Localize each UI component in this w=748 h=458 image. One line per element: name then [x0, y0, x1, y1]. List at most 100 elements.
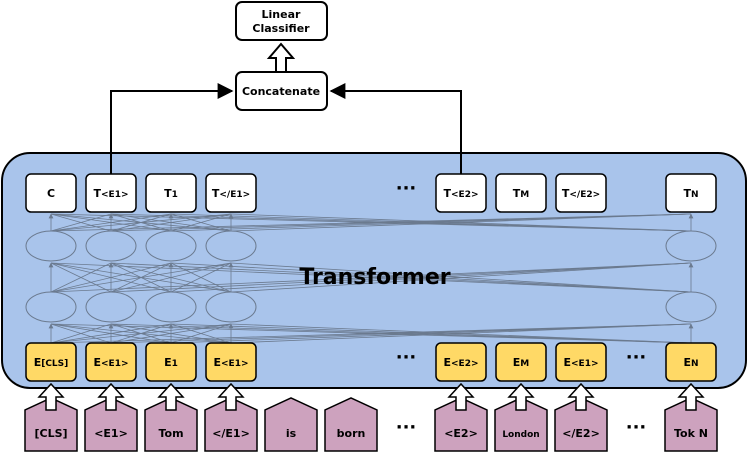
edge-embedding-cross	[230, 323, 692, 344]
token-2: Tom	[144, 397, 198, 452]
embedding-box-3-label: E<E1>	[213, 356, 248, 369]
embedding-box-5-label: EM	[513, 356, 530, 369]
ellipsis-mark: ···	[626, 417, 647, 438]
output-box-7: TN	[665, 173, 717, 213]
ellipsis-mark: ···	[396, 347, 417, 368]
linear-classifier-box: Linear Classifier	[235, 1, 328, 41]
embedding-box-7-label: EN	[683, 356, 698, 369]
ellipsis-mark: ···	[396, 178, 417, 199]
output-box-1-label: T<E1>	[93, 187, 128, 200]
token-1: <E1>	[84, 397, 138, 452]
transformer-label: Transformer	[299, 265, 450, 290]
edge-embedding-cross	[50, 323, 112, 344]
output-box-2: T1	[145, 173, 197, 213]
edge-hidden2-to-hidden1	[50, 262, 112, 293]
token-up-arrow	[567, 382, 595, 411]
embedding-box-2: E1	[145, 342, 197, 382]
token-up-arrow	[507, 382, 535, 411]
hidden2-node	[205, 291, 257, 323]
hidden2-node	[85, 291, 137, 323]
concatenate-label: Concatenate	[242, 85, 320, 98]
output-row: C T<E1> T1 T</E1> T<E2> TM T</E2> TN	[25, 173, 717, 213]
output-box-5-label: TM	[513, 187, 530, 200]
token-up-arrow	[677, 382, 705, 411]
edge-hidden2-to-hidden1	[110, 262, 692, 293]
embedding-row: E[CLS] E<E1> E1 E<E1> E<E2> EM E<E1> EN	[25, 342, 717, 382]
embedding-box-3: E<E1>	[205, 342, 257, 382]
edge-embedding-cross	[170, 323, 232, 344]
hidden1-node	[145, 230, 197, 262]
connector-te1-to-concatenate	[110, 83, 234, 174]
token-up-arrow	[157, 382, 185, 411]
output-box-3: T</E1>	[205, 173, 257, 213]
output-box-3-label: T</E1>	[212, 187, 250, 200]
token-7: London	[494, 397, 548, 452]
token-label: <E2>	[444, 427, 478, 440]
token-up-arrow	[447, 382, 475, 411]
token-label: Tok N	[674, 427, 708, 440]
token-3: </E1>	[204, 397, 258, 452]
edge-hidden2-to-hidden1	[230, 262, 692, 293]
hidden1-node	[205, 230, 257, 262]
output-box-4: T<E2>	[435, 173, 487, 213]
embedding-box-7: EN	[665, 342, 717, 382]
output-box-0-label: C	[47, 187, 55, 200]
token-6: <E2>	[434, 397, 488, 452]
embedding-box-6: E<E1>	[555, 342, 607, 382]
output-box-5: TM	[495, 173, 547, 213]
token-label: born	[337, 427, 366, 440]
token-5: born	[324, 397, 378, 452]
classifier-label-line1: Linear	[262, 8, 301, 21]
output-box-6-label: T</E2>	[562, 187, 600, 200]
edge-hidden2-to-hidden1	[50, 262, 172, 293]
edge-embedding-cross	[50, 323, 172, 344]
edge-embedding-cross	[170, 323, 692, 344]
token-up-arrow	[217, 382, 245, 411]
output-box-2-label: T1	[164, 187, 178, 200]
token-label: is	[286, 427, 297, 440]
hidden1-node	[665, 230, 717, 262]
embedding-box-4-label: E<E2>	[443, 356, 478, 369]
edge-hidden1-to-output	[50, 213, 112, 232]
hidden-layers	[25, 230, 717, 323]
embedding-box-1-label: E<E1>	[93, 356, 128, 369]
edge-hidden2-to-hidden1	[50, 262, 692, 293]
up-arrow-to-classifier	[266, 42, 296, 73]
embedding-box-0: E[CLS]	[25, 342, 77, 382]
edge-hidden1-to-output	[50, 213, 232, 232]
embedding-box-1: E<E1>	[85, 342, 137, 382]
edge-embedding-cross	[50, 323, 232, 344]
hidden1-node	[85, 230, 137, 262]
embedding-box-0-label: E[CLS]	[34, 356, 69, 369]
token-8: </E2>	[554, 397, 608, 452]
ellipsis-marks: ···············	[396, 178, 647, 438]
edge-hidden1-to-output	[110, 213, 232, 232]
hidden2-node	[145, 291, 197, 323]
edge-hidden2-to-hidden1	[50, 262, 232, 293]
edge-embedding-cross	[110, 323, 232, 344]
output-box-1: T<E1>	[85, 173, 137, 213]
connector-te2-to-concatenate	[329, 83, 462, 174]
hidden1-node	[25, 230, 77, 262]
classifier-label-line2: Classifier	[252, 22, 310, 35]
ellipsis-mark: ···	[626, 347, 647, 368]
hidden2-node	[665, 291, 717, 323]
token-label: London	[502, 430, 539, 440]
edge-hidden2-to-hidden1	[170, 262, 232, 293]
attention-connections	[48, 213, 694, 344]
edge-hidden2-to-hidden1	[170, 262, 692, 293]
embedding-box-6-label: E<E1>	[563, 356, 598, 369]
token-up-arrow	[37, 382, 65, 411]
token-9: Tok N	[664, 397, 718, 452]
token-up-arrow	[97, 382, 125, 411]
token-label: Tom	[158, 427, 183, 440]
embedding-box-2-label: E1	[164, 356, 178, 369]
output-box-0: C	[25, 173, 77, 213]
token-label: <E1>	[94, 427, 128, 440]
token-4: is	[264, 397, 318, 452]
edge-hidden2-to-hidden1	[110, 262, 232, 293]
edge-hidden1-to-output	[50, 213, 172, 232]
